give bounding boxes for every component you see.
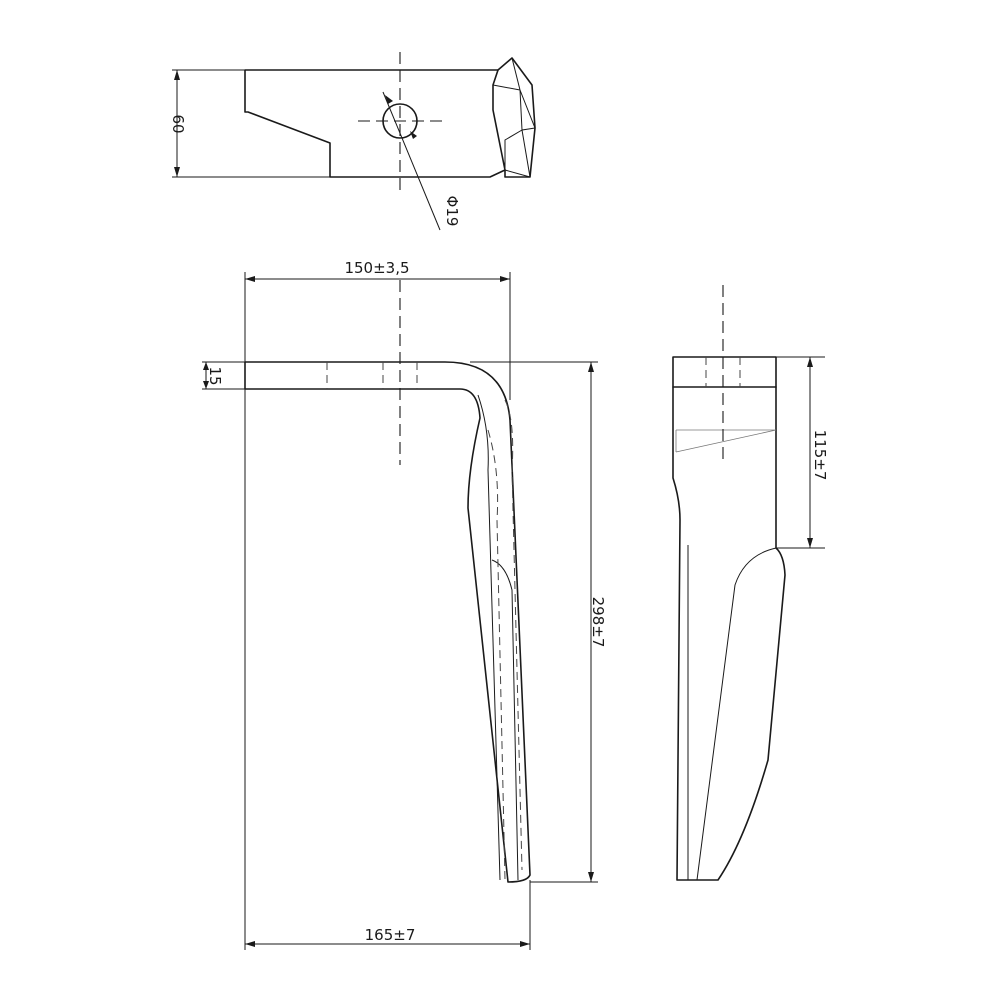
dim-15-label: 15 xyxy=(206,366,224,385)
top-view-outline xyxy=(244,69,506,178)
front-view-outline xyxy=(244,361,531,883)
dim-115-label: 115±7 xyxy=(811,430,829,481)
front-view-bevel-edge xyxy=(477,394,519,881)
top-view-blade-facets xyxy=(492,57,536,178)
dim-150-label: 150±3,5 xyxy=(344,259,409,277)
front-view-hidden-edge xyxy=(487,399,523,881)
front-view xyxy=(202,272,598,950)
side-view-flange xyxy=(672,356,777,388)
dim-165-label: 165±7 xyxy=(365,926,416,944)
dim-60-label: 60 xyxy=(169,114,187,133)
top-view xyxy=(172,52,536,231)
side-view xyxy=(672,285,825,881)
side-view-blade-face xyxy=(687,545,777,881)
hole-diameter-leader xyxy=(382,91,441,231)
dim-298-label: 298±7 xyxy=(589,597,607,648)
dim-hole-diameter-label: Φ19 xyxy=(443,196,461,227)
side-view-outline xyxy=(672,386,786,881)
